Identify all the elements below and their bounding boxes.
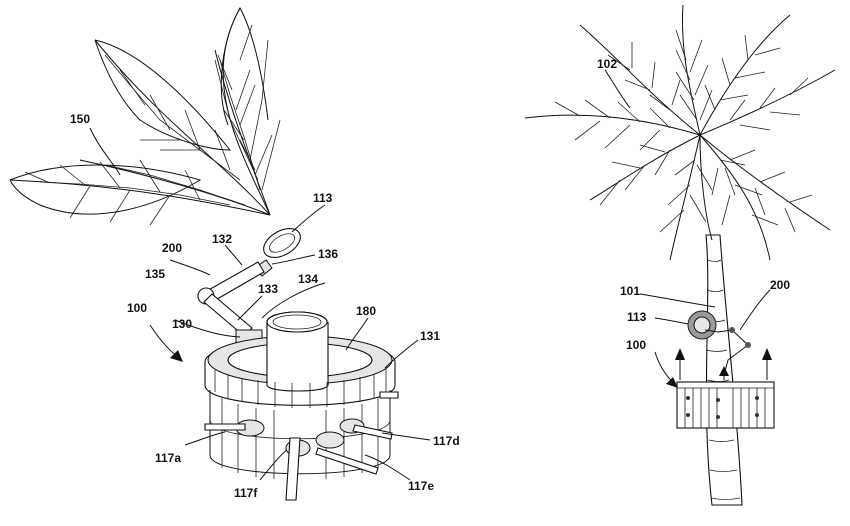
label-200-right: 200 — [770, 278, 790, 292]
label-102: 102 — [597, 57, 617, 71]
climbing-base — [204, 311, 399, 501]
label-135: 135 — [145, 267, 165, 281]
label-136: 136 — [318, 247, 338, 261]
label-113: 113 — [313, 191, 333, 205]
palm-crown — [524, 4, 836, 261]
label-117e: 117e — [408, 479, 434, 493]
label-100-right: 100 — [626, 338, 646, 352]
label-117d: 117d — [433, 434, 460, 448]
label-132: 132 — [212, 232, 232, 246]
robot-arm — [197, 228, 301, 346]
left-leader-lines — [89, 127, 431, 481]
label-131: 131 — [420, 329, 440, 343]
sensor-head — [263, 228, 301, 258]
right-figure: 102 101 200 113 100 — [524, 4, 836, 506]
label-113-right: 113 — [627, 310, 647, 324]
label-180: 180 — [356, 304, 376, 318]
left-labels: 150 113 200 132 136 135 134 133 100 130 … — [70, 112, 460, 500]
label-150: 150 — [70, 112, 90, 126]
label-130: 130 — [172, 317, 192, 331]
left-figure: 150 113 200 132 136 135 134 133 100 130 … — [9, 6, 460, 501]
label-200: 200 — [162, 241, 182, 255]
label-134: 134 — [298, 272, 318, 286]
label-117a: 117a — [155, 451, 181, 465]
label-133: 133 — [258, 282, 278, 296]
right-robot-arm — [687, 310, 751, 376]
left-palm-fronds — [9, 6, 281, 226]
right-climbing-base — [675, 348, 775, 429]
label-100: 100 — [127, 301, 147, 315]
label-117f: 117f — [234, 486, 258, 500]
right-labels: 102 101 200 113 100 — [597, 57, 790, 352]
right-leader-lines — [604, 69, 771, 388]
label-101: 101 — [620, 284, 640, 298]
